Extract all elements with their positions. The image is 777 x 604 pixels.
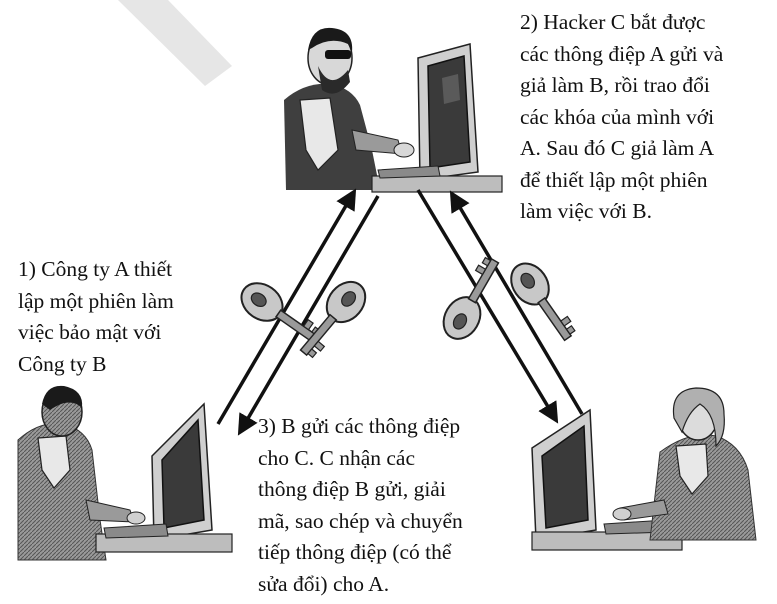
caption-line: giả làm B, rồi trao đổi [520,70,723,102]
caption-line: 2) Hacker C bắt được [520,7,723,39]
caption-line: cho C. C nhận các [258,443,463,475]
company-b-caption: 3) B gửi các thông điệp cho C. C nhận cá… [258,411,463,600]
caption-line: để thiết lập một phiên [520,165,723,197]
watermark-stroke [118,0,232,86]
key-icon [436,252,509,345]
caption-line: A. Sau đó C giả làm A [520,133,723,165]
caption-line: sửa đổi) cho A. [258,569,463,601]
computer-icon [96,404,232,552]
caption-line: làm việc với B. [520,196,723,228]
company-a-workstation [18,386,232,560]
caption-line: 3) B gửi các thông điệp [258,411,463,443]
company-b-user-figure [613,388,756,540]
caption-line: lập một phiên làm [18,286,174,318]
caption-line: các thông điệp A gửi và [520,39,723,71]
hacker-workstation [284,28,502,192]
company-a-caption: 1) Công ty A thiết lập một phiên làm việ… [18,254,174,380]
caption-line: Công ty B [18,349,174,381]
caption-line: tiếp thông điệp (có thể [258,537,463,569]
key-icon [291,274,374,363]
company-b-workstation [532,388,756,550]
caption-line: mã, sao chép và chuyển [258,506,463,538]
caption-line: thông điệp B gửi, giải [258,474,463,506]
caption-line: các khóa của mình với [520,102,723,134]
computer-icon [372,44,502,192]
caption-line: việc bảo mật với [18,317,174,349]
hacker-caption: 2) Hacker C bắt được các thông điệp A gử… [520,7,723,228]
hacker-figure [284,28,414,190]
caption-line: 1) Công ty A thiết [18,254,174,286]
